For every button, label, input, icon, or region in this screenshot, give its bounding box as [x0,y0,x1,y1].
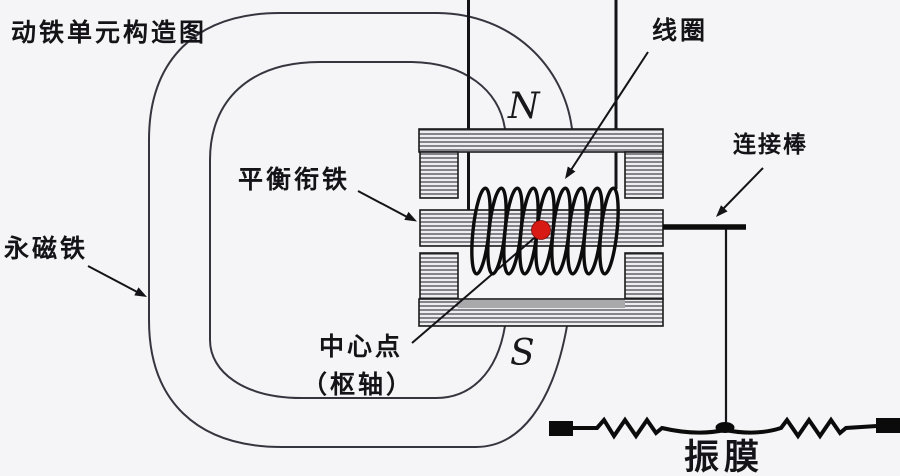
magnet-pole-bottom-left [419,252,459,300]
label-permanent-magnet: 永磁铁 [4,234,88,263]
coil-arrowhead [565,166,576,179]
label-armature: 平衡衔铁 [238,165,350,194]
permanent-magnet-arrowhead [134,287,147,297]
permanent-magnet-inner-loop [209,61,506,399]
magnet-yoke-assembly [418,128,664,327]
permanent-magnet-arrow [87,265,142,295]
armature-arrow [357,190,410,219]
diaphragm-mount-right [876,418,900,433]
connecting-rod-arrowhead [716,205,728,217]
diagram-title: 动铁单元构造图 [11,18,207,47]
diaphragm-center-joint [715,422,735,433]
label-connecting-rod: 连接棒 [733,131,808,158]
label-s-pole: S [510,333,535,374]
magnet-pole-bottom-right [624,252,664,300]
connecting-rod-arrow [722,167,764,210]
slot-shadow [458,300,625,308]
magnet-pole-top-right [624,151,664,199]
label-arrows [87,51,764,297]
label-pivot: （枢轴） [302,370,414,399]
diaphragm-assembly [549,416,900,440]
label-n-pole: N [507,86,541,127]
label-coil: 线圈 [652,16,708,45]
label-center-point: 中心点 [319,332,403,361]
label-diaphragm: 振膜 [684,438,764,476]
magnet-top-plate [418,128,664,153]
coil-arrow [568,51,649,174]
diaphragm-mount-left [549,421,573,436]
armature-arrowhead [404,211,417,222]
pivot-red-dot [531,220,551,240]
magnet-pole-top-left [419,151,459,199]
permanent-magnet-outer-loop [148,12,573,448]
